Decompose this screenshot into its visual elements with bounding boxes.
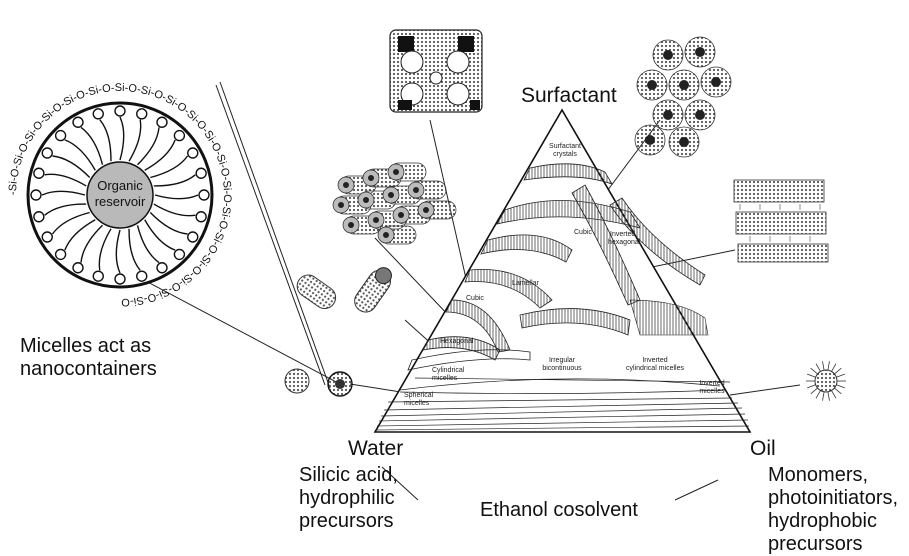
svg-text:Cubic: Cubic bbox=[574, 229, 592, 236]
organic-reservoir-micelle: Organic reservoir -Si-O-Si-O-Si-O-Si-O-S… bbox=[7, 82, 233, 308]
svg-text:cylindrical micelles: cylindrical micelles bbox=[626, 365, 684, 372]
svg-text:Lamellar: Lamellar bbox=[512, 280, 540, 287]
cosolvent-caption: Ethanol cosolvent bbox=[480, 499, 638, 522]
svg-text:Cubic: Cubic bbox=[466, 295, 484, 302]
apex-label-water: Water bbox=[348, 437, 403, 461]
svg-text:Inverted: Inverted bbox=[610, 231, 635, 238]
hexagonal-rods-illustration bbox=[333, 163, 456, 244]
oil-side-caption: Monomers, photoinitiators, hydrophobic p… bbox=[768, 464, 898, 556]
water-side-caption: Silicic acid, hydrophilic precursors bbox=[299, 464, 398, 533]
lamellar-illustration bbox=[734, 180, 828, 262]
svg-text:micelles: micelles bbox=[432, 375, 458, 382]
micelles-caption: Micelles act as nanocontainers bbox=[20, 335, 157, 381]
svg-text:bicontinuous: bicontinuous bbox=[542, 365, 582, 372]
svg-text:Cylindrical: Cylindrical bbox=[432, 367, 465, 374]
svg-text:Hexagonal: Hexagonal bbox=[440, 338, 474, 345]
svg-text:reservoir: reservoir bbox=[95, 194, 146, 209]
svg-text:micelles: micelles bbox=[404, 400, 430, 407]
svg-text:Surfactant: Surfactant bbox=[549, 143, 581, 150]
ternary-triangle: Surfactant crystals Cubic Inverted hexag… bbox=[375, 110, 750, 432]
svg-text:hexagonal: hexagonal bbox=[608, 239, 641, 246]
svg-text:micelles: micelles bbox=[699, 388, 725, 395]
apex-label-surfactant: Surfactant bbox=[521, 84, 617, 108]
cubic-structure-illustration bbox=[390, 30, 482, 112]
svg-text:Inverted: Inverted bbox=[699, 380, 724, 387]
svg-text:Spherical: Spherical bbox=[404, 392, 434, 399]
svg-text:Organic: Organic bbox=[97, 178, 143, 193]
svg-text:Irregular: Irregular bbox=[549, 357, 576, 364]
apex-label-oil: Oil bbox=[750, 437, 776, 461]
svg-text:crystals: crystals bbox=[553, 151, 577, 158]
cylindrical-micelles-illustration bbox=[293, 263, 397, 317]
inverted-micelle-illustration bbox=[806, 361, 846, 400]
svg-text:Inverted: Inverted bbox=[642, 357, 667, 364]
inverted-hexagonal-illustration bbox=[635, 37, 731, 157]
